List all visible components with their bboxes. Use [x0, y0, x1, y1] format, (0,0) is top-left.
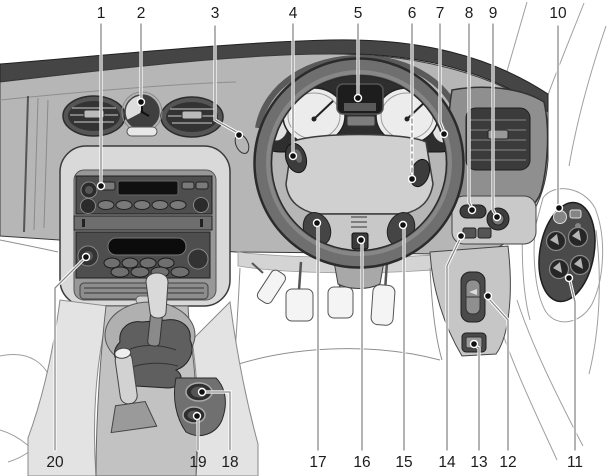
- leader-11: [564, 273, 577, 452]
- leader-2: [136, 22, 146, 107]
- center-air-vents: [62, 95, 224, 138]
- footrest-pedal: [256, 269, 287, 305]
- leader-8: [467, 22, 477, 215]
- callout-label-5: 5: [354, 5, 363, 22]
- leader-6: [407, 22, 417, 184]
- callout-label-10: 10: [549, 5, 567, 22]
- leader-17: [312, 218, 322, 452]
- handbrake-lever: [110, 347, 158, 434]
- callout-labels: 1 2 3 4 5 6 7 8 9 10 20 19 18 17 16 15 1…: [46, 5, 583, 471]
- leader-13: [469, 339, 481, 452]
- leader-4: [288, 22, 298, 161]
- leader-7: [438, 22, 449, 139]
- climate-control-panel: [75, 231, 211, 279]
- mirror-knob: [553, 210, 567, 224]
- callout-label-19: 19: [189, 454, 206, 471]
- rocker-switch: [460, 271, 486, 323]
- cassette-slot-panel: [73, 215, 213, 231]
- leader-5: [353, 22, 363, 103]
- leader-9: [491, 22, 502, 222]
- callout-label-6: 6: [408, 5, 417, 22]
- door-panel-sketch: [496, 1, 607, 461]
- callout-label-13: 13: [470, 454, 487, 471]
- leader-20: [53, 252, 91, 452]
- callout-label-2: 2: [137, 5, 146, 22]
- callout-label-20: 20: [46, 454, 64, 471]
- leader-14: [445, 231, 466, 452]
- callout-label-16: 16: [353, 454, 370, 471]
- slider-right: [477, 227, 492, 239]
- console-vent-grille: [79, 282, 209, 305]
- callout-label-9: 9: [489, 5, 498, 22]
- leader-15: [398, 220, 408, 452]
- window-switches: [545, 226, 591, 280]
- leader-18: [197, 387, 232, 452]
- callout-label-14: 14: [438, 454, 456, 471]
- leader-1: [96, 22, 106, 191]
- callout-label-7: 7: [436, 5, 445, 22]
- side-air-vent: [447, 86, 549, 217]
- lower-right-switch-panel: [429, 245, 511, 357]
- clutch-pedal: [285, 261, 314, 322]
- mirror-selector: [569, 209, 582, 219]
- leader-3: [213, 24, 244, 140]
- callout-label-11: 11: [567, 454, 583, 471]
- leader-12: [483, 291, 510, 452]
- callout-label-4: 4: [289, 5, 298, 22]
- audio-head-unit: [75, 175, 213, 215]
- left-door-gap: [23, 95, 49, 233]
- callout-label-3: 3: [211, 5, 220, 22]
- leader-16: [356, 235, 366, 452]
- callout-label-18: 18: [221, 454, 238, 471]
- window-switch-pod: [538, 201, 596, 303]
- leader-10: [554, 24, 564, 213]
- callout-label-1: 1: [97, 5, 106, 22]
- callout-label-17: 17: [309, 454, 326, 471]
- callout-leaders: [53, 22, 577, 452]
- callout-label-15: 15: [395, 454, 412, 471]
- leader-19: [192, 411, 202, 452]
- callout-label-12: 12: [499, 454, 516, 471]
- callout-label-8: 8: [465, 5, 474, 22]
- hazard-button: [126, 126, 158, 137]
- pedals: [251, 258, 396, 326]
